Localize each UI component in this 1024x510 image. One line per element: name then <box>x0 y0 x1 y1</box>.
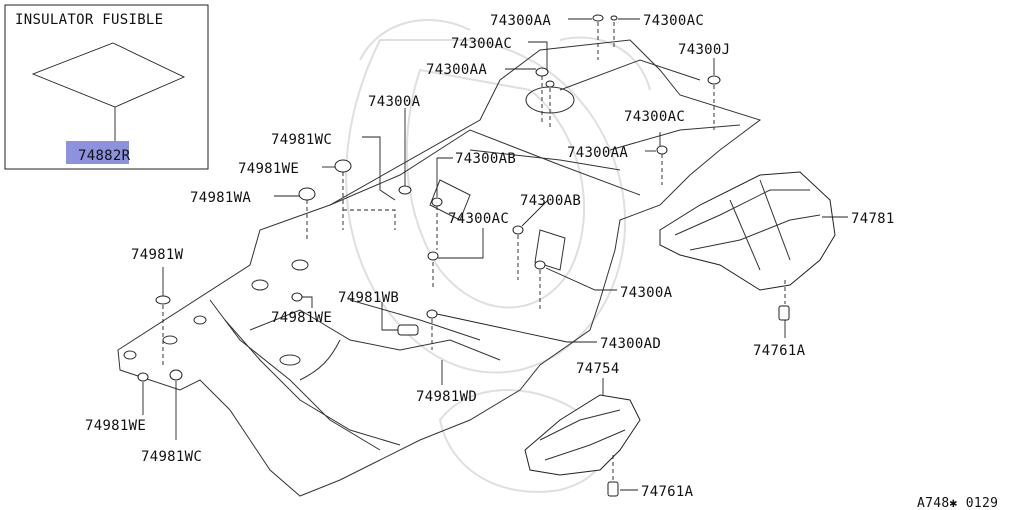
label-74981WD: 74981WD <box>416 389 477 405</box>
inset-title: INSULATOR FUSIBLE <box>15 12 163 28</box>
label-74781: 74781 <box>851 211 895 227</box>
label-74300AC-mid: 74300AC <box>624 109 685 125</box>
label-74300AC-topright: 74300AC <box>643 13 704 29</box>
label-74300A-center: 74300A <box>368 94 421 110</box>
label-74300A-right: 74300A <box>620 285 673 301</box>
inset-part-number: 74882R <box>78 148 131 164</box>
label-74981W: 74981W <box>131 247 184 263</box>
label-74300AA-left: 74300AA <box>426 62 487 78</box>
label-74981WC-top: 74981WC <box>271 132 332 148</box>
label-74300AC-3: 74300AC <box>448 211 509 227</box>
part-highlight <box>66 141 129 164</box>
label-74300AB-2: 74300AB <box>520 193 581 209</box>
label-74981WE-top: 74981WE <box>238 161 299 177</box>
heat-insulator-74781-drawing <box>659 171 836 291</box>
label-74761A-2: 74761A <box>641 484 694 500</box>
leader-lines <box>142 18 848 491</box>
label-74300J: 74300J <box>678 42 730 58</box>
floor-panel-drawing <box>117 39 762 497</box>
label-74981WA: 74981WA <box>190 190 251 206</box>
label-74761A-1: 74761A <box>753 343 806 359</box>
heat-insulator-74754-drawing <box>524 394 641 476</box>
label-74981WE-mid: 74981WE <box>271 310 332 326</box>
label-74300AC-left: 74300AC <box>451 36 512 52</box>
inset-panel: INSULATOR FUSIBLE 74882R <box>4 4 209 170</box>
label-74754: 74754 <box>576 361 620 377</box>
label-74981WB: 74981WB <box>338 290 399 306</box>
diagram-code: A748✱ 0129 <box>917 496 998 510</box>
callout-labels: 74300AA 74300AC 74300AC 74300J 74300AA 7… <box>85 13 998 510</box>
label-74981WE-bottom: 74981WE <box>85 418 146 434</box>
label-74300AB-1: 74300AB <box>455 151 516 167</box>
label-74981WC-bottom: 74981WC <box>141 449 202 465</box>
label-74300AD: 74300AD <box>600 336 661 352</box>
label-74300AA-right: 74300AA <box>567 145 628 161</box>
fastener-parts <box>137 14 790 497</box>
label-74300AA-top: 74300AA <box>490 13 551 29</box>
